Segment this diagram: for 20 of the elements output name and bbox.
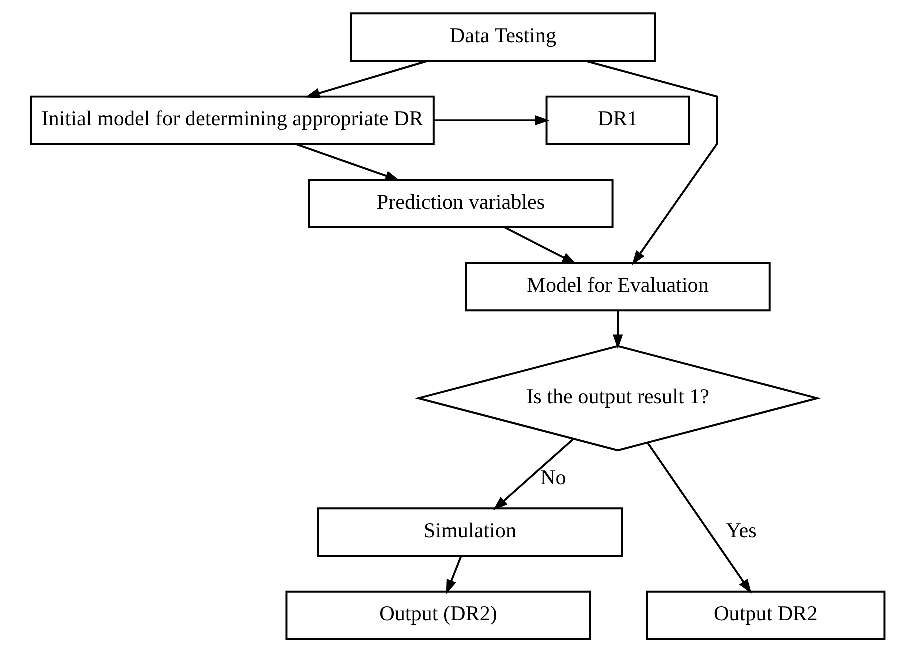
arrow <box>446 556 462 594</box>
arrow <box>492 438 574 511</box>
node-box: Output DR2 <box>646 590 886 640</box>
arrow <box>585 60 718 266</box>
node-box: Output (DR2) <box>285 590 591 640</box>
node-box: Initial model for determining appropriate DR <box>30 96 434 146</box>
arrow <box>612 310 623 350</box>
arrow <box>433 115 550 126</box>
edge-label: No <box>540 466 566 490</box>
node-box: Simulation <box>316 508 622 558</box>
arrow <box>304 60 428 98</box>
node-box: Prediction variables <box>308 178 614 228</box>
arrow <box>296 144 400 181</box>
node-diamond: Is the output result 1? <box>414 345 821 452</box>
node-box: Model for Evaluation <box>464 262 770 312</box>
node-box: DR1 <box>545 96 690 146</box>
edge-label: Yes <box>726 518 756 542</box>
arrow <box>504 226 576 264</box>
node-box: Data Testing <box>350 12 656 62</box>
arrow <box>646 442 752 594</box>
